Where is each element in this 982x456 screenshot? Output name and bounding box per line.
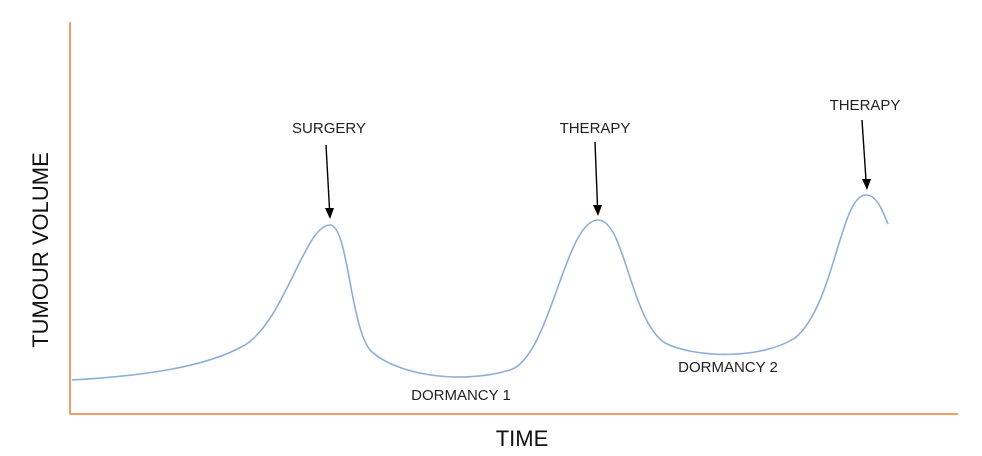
surgery-arrowhead [325, 208, 334, 219]
therapy-1-label: THERAPY [560, 120, 631, 137]
therapy-2-arrow [861, 119, 871, 190]
tumour-volume-curve [71, 194, 889, 381]
therapy-1-arrow [593, 141, 602, 216]
y-axis-title: TUMOUR VOLUME [28, 152, 53, 348]
surgery-label: SURGERY [292, 120, 366, 137]
surgery-arrow [325, 144, 334, 219]
x-axis-title: TIME [496, 426, 549, 451]
dormancy-1-label: DORMANCY 1 [411, 387, 511, 404]
therapy-1-arrowhead [593, 205, 602, 216]
therapy-2-arrowhead [862, 179, 871, 190]
dormancy-2-label: DORMANCY 2 [678, 359, 778, 376]
therapy-2-label: THERAPY [830, 97, 901, 114]
